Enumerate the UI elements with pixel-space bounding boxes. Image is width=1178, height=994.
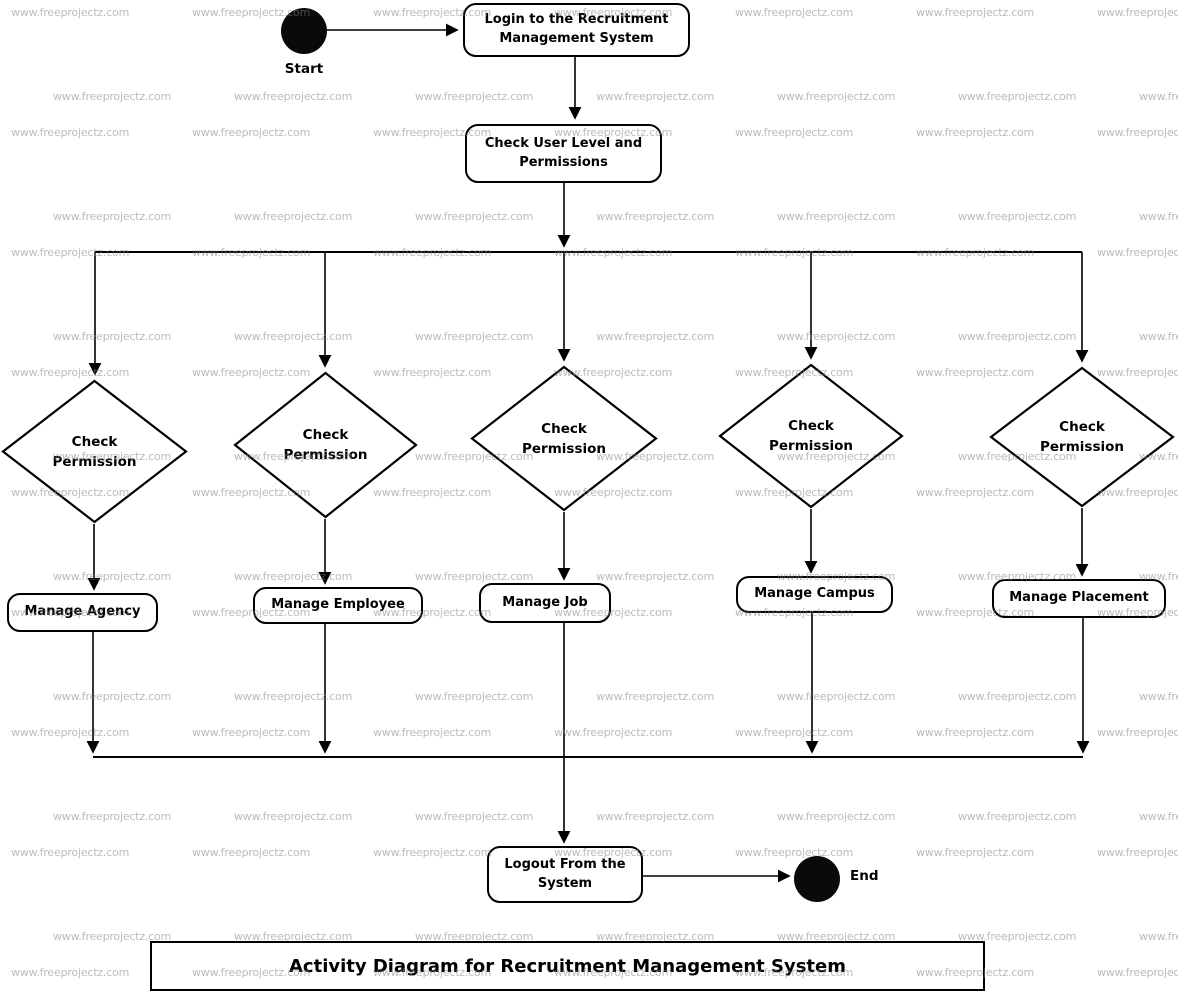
activity-logout: Logout From the System (487, 846, 643, 903)
decision-check-permission-job: Check Permission (470, 365, 658, 512)
decision-label: Check Permission (769, 417, 853, 454)
decision-label: Check Permission (283, 426, 368, 463)
activity-manage-job: Manage Job (479, 583, 611, 623)
activity-manage-agency: Manage Agency (7, 593, 158, 632)
flow-arrows (86, 23, 1090, 883)
decision-check-permission-employee: Check Permission (233, 371, 418, 519)
activity-manage-placement: Manage Placement (992, 579, 1166, 618)
activity-login: Login to the Recruitment Management Syst… (463, 3, 690, 57)
diamond-shape (470, 365, 658, 512)
end-label: End (850, 868, 879, 884)
activity-manage-campus: Manage Campus (736, 576, 893, 613)
activity-check-user-level: Check User Level and Permissions (465, 124, 662, 183)
diagram-title-box: Activity Diagram for Recruitment Managem… (150, 941, 985, 991)
diamond-shape (233, 371, 418, 519)
decision-label: Check Permission (52, 433, 137, 470)
decision-label: Check Permission (522, 420, 606, 457)
diamond-shape (1, 379, 188, 524)
end-node (794, 856, 840, 902)
activity-manage-employee: Manage Employee (253, 587, 423, 624)
diamond-shape (718, 363, 904, 509)
decision-check-permission-placement: Check Permission (989, 366, 1175, 508)
diamond-shape (989, 366, 1175, 508)
decision-check-permission-agency: Check Permission (1, 379, 188, 524)
start-node (281, 8, 327, 54)
decision-label: Check Permission (1040, 418, 1124, 455)
decision-check-permission-campus: Check Permission (718, 363, 904, 509)
start-label: Start (284, 61, 324, 77)
diagram-title: Activity Diagram for Recruitment Managem… (288, 955, 846, 977)
